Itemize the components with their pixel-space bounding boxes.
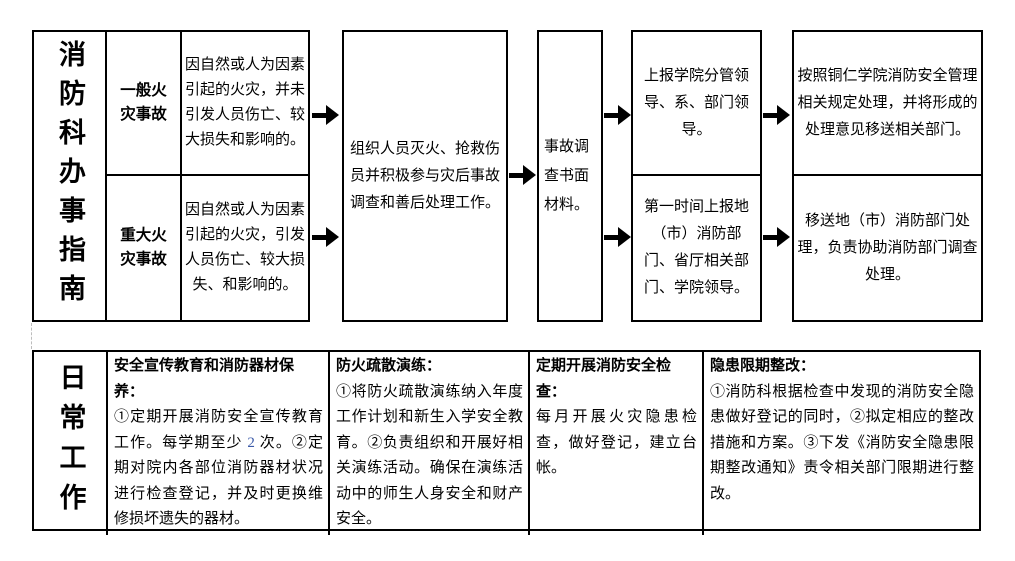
incident-description-general: 因自然或人为因素引起的火灾，并未引发人员伤亡、较大损失和影响的。	[182, 32, 308, 176]
notify-boxes: 上报学院分管领导、系、部门领导。 第一时间上报地（市）消防部门、省厅相关部门、学…	[631, 30, 762, 322]
notify-box-general: 上报学院分管领导、系、部门领导。	[633, 32, 760, 176]
handle-box-major: 移送地（市）消防部门处理，负责协助消防部门调查处理。	[797, 212, 978, 283]
task-body: ①消防科根据检查中发现的消防安全隐患做好登记的同时，②拟定相应的整改措施和方案。…	[710, 383, 974, 502]
daily-task-cell-equipment: 安全宣传教育和消防器材保养： ①定期开展消防安全宣传教育工作。每学期至少 2 次…	[108, 352, 330, 535]
daily-task-cell-rectification: 隐患限期整改： ①消防科根据检查中发现的消防安全隐患做好登记的同时，②拟定相应的…	[704, 352, 979, 535]
guide-title: 消防科办事指南	[55, 39, 85, 313]
table-gridline-mark	[31, 323, 32, 349]
incident-description-major: 因自然或人为因素引起的火灾，引发人员伤亡、较大损失、和影响的。	[184, 202, 305, 293]
task-body: 每月开展火灾隐患检查，做好登记，建立台帐。	[536, 409, 697, 476]
daily-work-title-cell: 日常工作	[34, 352, 108, 535]
handle-box-general: 按照铜仁学院消防安全管理相关规定处理，并将形成的处理意见移送相关部门。	[794, 32, 981, 176]
daily-work-title: 日常工作	[55, 363, 86, 524]
notify-box-major: 第一时间上报地（市）消防部门、省厅相关部门、学院领导。	[643, 199, 749, 296]
arrow-right-icon	[762, 105, 791, 125]
response-box: 组织人员灭火、抢救伤员并积极参与灾后事故调查和善后处理工作。	[342, 30, 508, 322]
daily-task-cell-drill: 防火疏散演练： ①将防火疏散演练纳入年度工作计划和新生入学安全教育。②负责组织和…	[330, 352, 530, 535]
task-header: 隐患限期整改：	[710, 358, 816, 374]
arrow-right-icon	[762, 227, 791, 247]
task-header: 防火疏散演练：	[336, 358, 442, 374]
daily-task-cell-inspection: 定期开展消防安全检查： 每月开展火灾隐患检查，做好登记，建立台帐。	[530, 352, 704, 535]
incident-guide-table: 消防科办事指南 一般火灾事故 因自然或人为因素引起的火灾，并未引发人员伤亡、较大…	[32, 30, 310, 322]
arrow-right-icon	[311, 227, 340, 247]
arrow-right-icon	[311, 105, 340, 125]
incident-label-general: 一般火灾事故	[107, 32, 182, 176]
task-header: 定期开展消防安全检查：	[536, 358, 672, 400]
task-body: ①定期开展消防安全宣传教育工作。每学期至少 2 次。②定期对院内各部位消防器材状…	[114, 409, 323, 527]
incident-label-major: 重大火灾事故	[107, 176, 182, 320]
guide-title-cell: 消防科办事指南	[34, 32, 107, 320]
arrow-right-icon	[508, 165, 537, 185]
report-box: 事故调查书面材料。	[537, 30, 603, 322]
daily-work-table: 日常工作 安全宣传教育和消防器材保养： ①定期开展消防安全宣传教育工作。每学期至…	[32, 350, 981, 535]
handle-boxes: 按照铜仁学院消防安全管理相关规定处理，并将形成的处理意见移送相关部门。 移送地（…	[792, 30, 983, 322]
task-header: 安全宣传教育和消防器材保养：	[114, 358, 295, 400]
arrow-right-icon	[603, 227, 632, 247]
task-count: 2	[247, 434, 255, 451]
arrow-right-icon	[603, 105, 632, 125]
task-body: ①将防火疏散演练纳入年度工作计划和新生入学安全教育。②负责组织和开展好相关演练活…	[336, 383, 523, 528]
